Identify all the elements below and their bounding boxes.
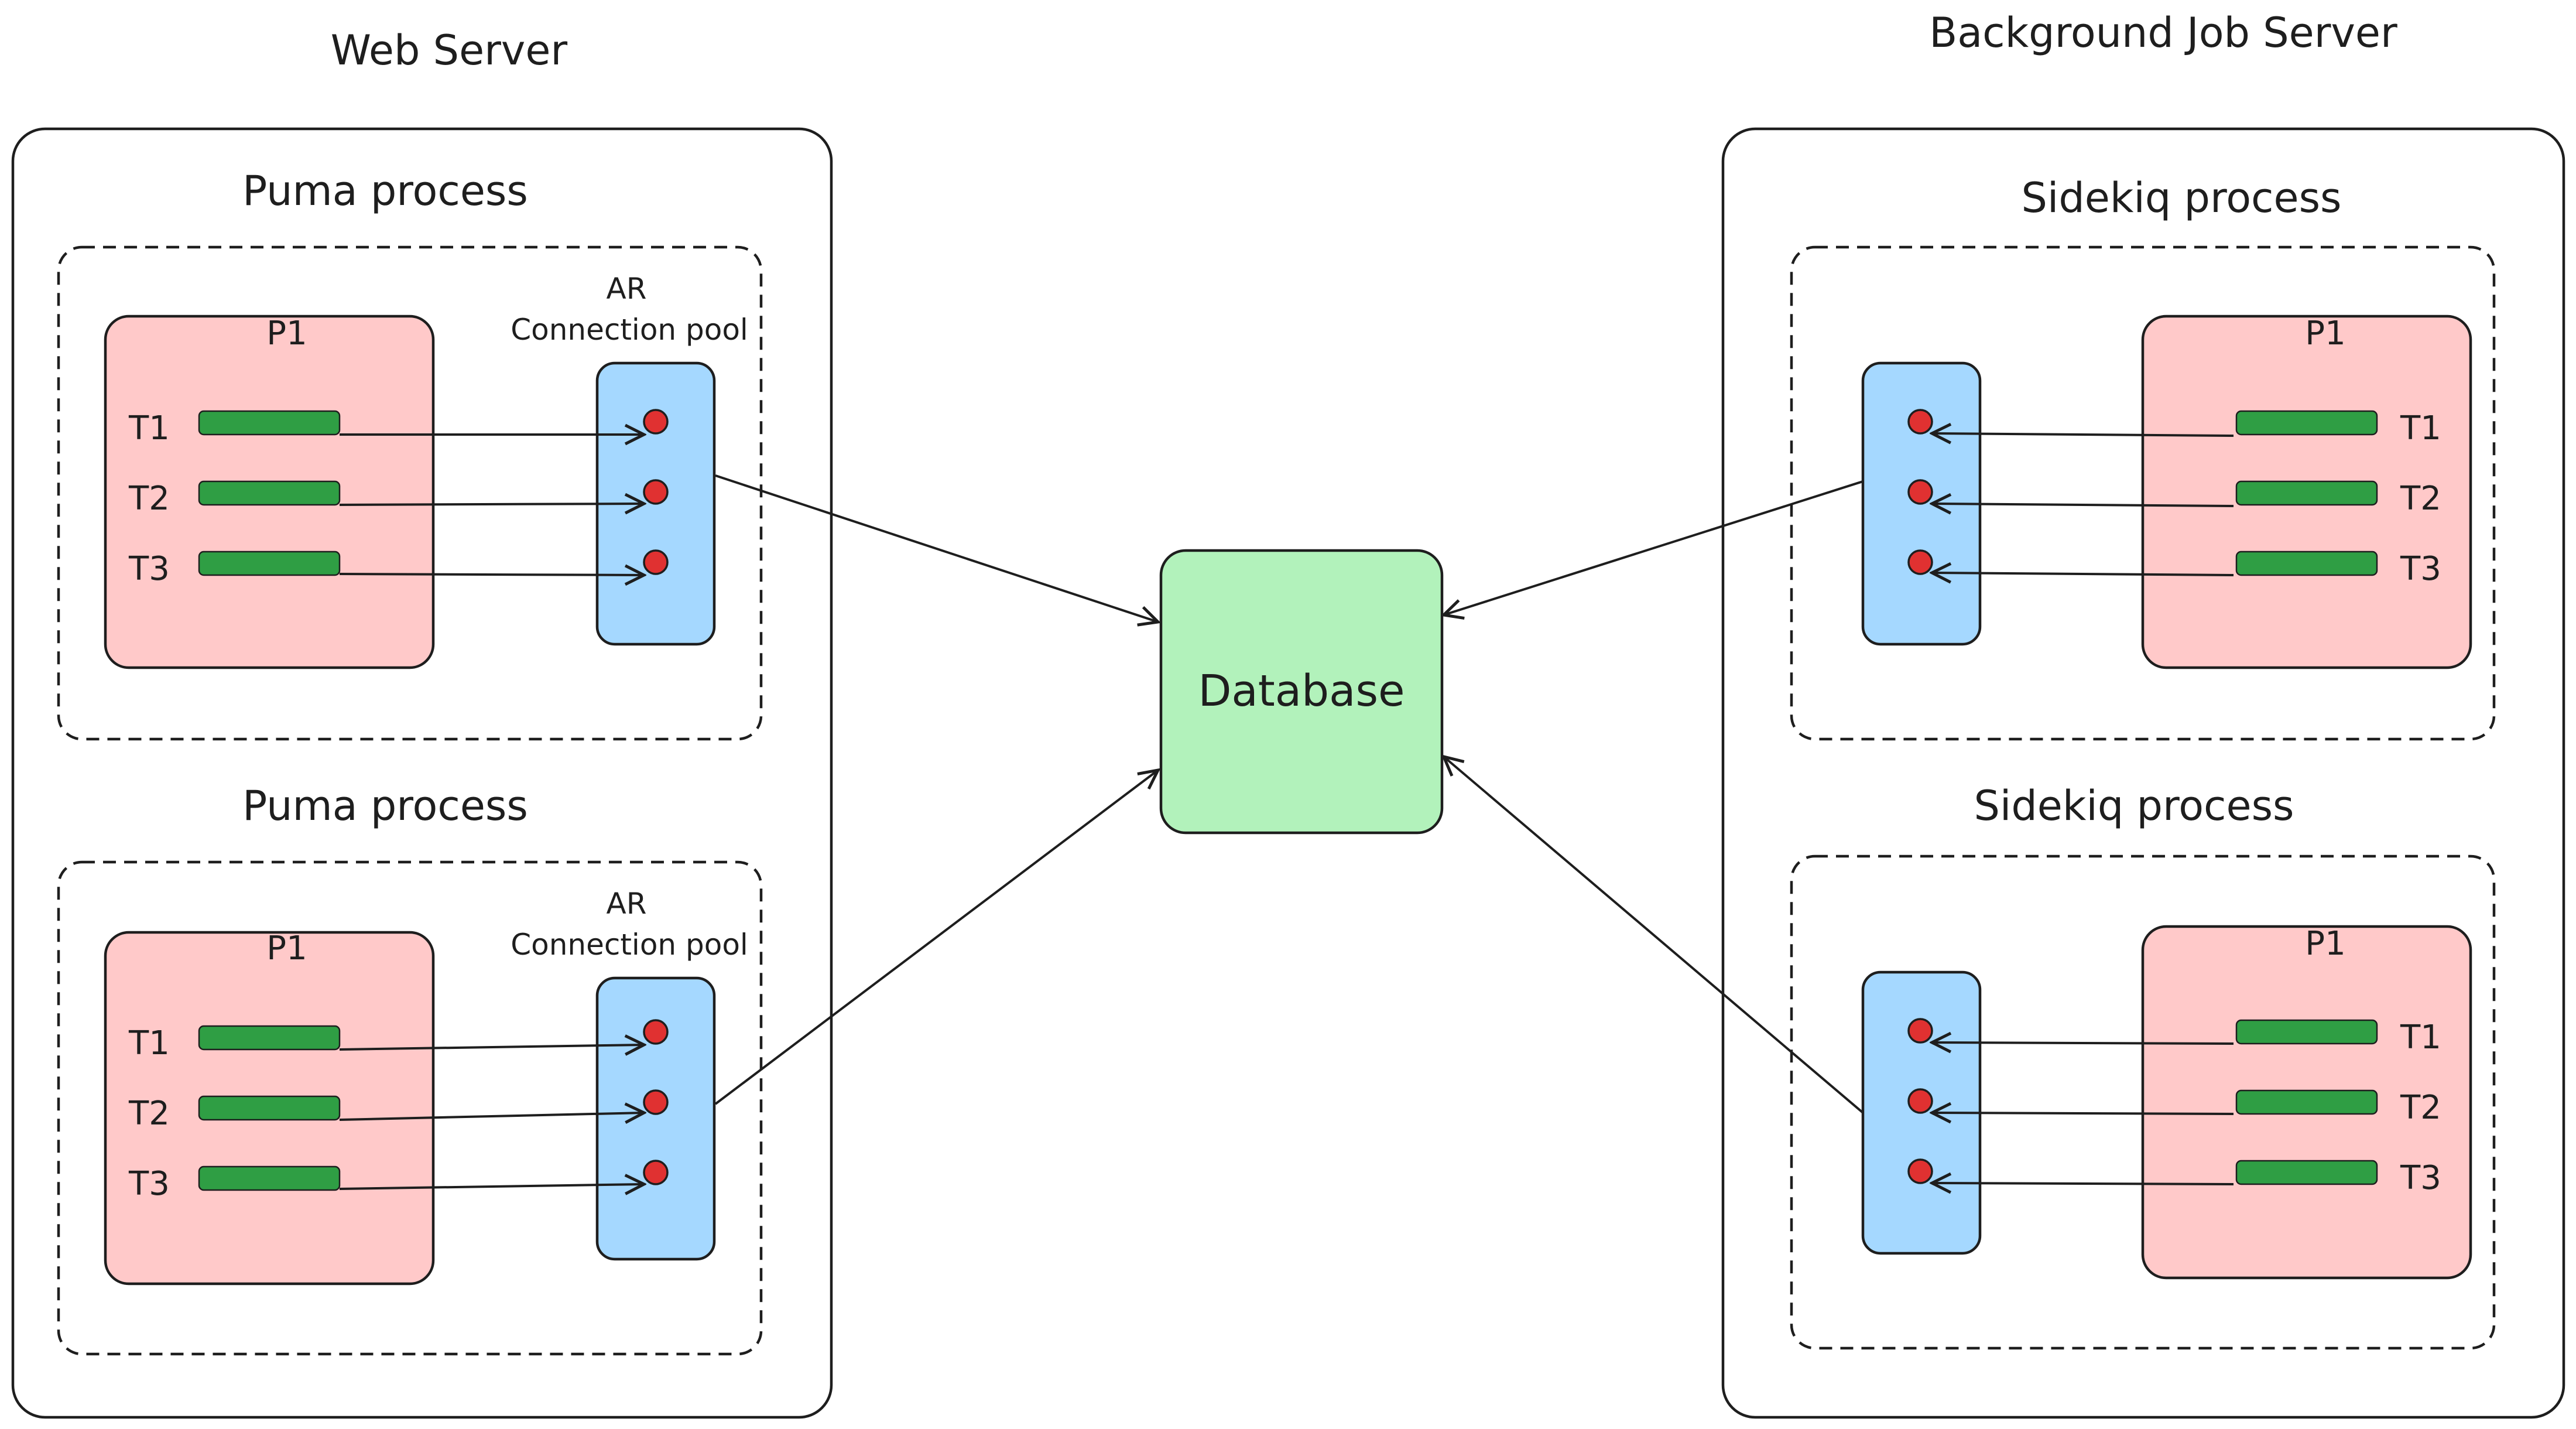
sidekiq-1-process-label: P1 (2305, 314, 2345, 353)
puma-1-connection-dot-1 (643, 409, 669, 435)
sidekiq-1-arrow-t1 (1932, 433, 2234, 436)
puma-process-1-title: Puma process (242, 167, 528, 215)
sidekiq-1-arrow-t2 (1932, 504, 2234, 506)
puma-1-thread-label-t2: T2 (128, 480, 170, 518)
puma-1-pool-label-connection-pool: Connection pool (511, 313, 748, 347)
puma-2-connection-dot-3 (643, 1160, 669, 1185)
puma-2-thread-bar-t2 (198, 1095, 341, 1121)
puma-2-process-label: P1 (266, 929, 307, 968)
sidekiq-process-2-box (1790, 854, 2496, 1350)
database-label: Database (1198, 666, 1405, 716)
sidekiq-1-to-database-arrow (1444, 480, 1864, 615)
sidekiq-2-thread-bar-t1 (2235, 1019, 2378, 1045)
puma-2-pool-label-ar: AR (607, 887, 647, 921)
puma-2-thread-label-t2: T2 (128, 1095, 170, 1133)
puma-1-process-label: P1 (266, 314, 307, 353)
puma-2-connection-dot-2 (643, 1089, 669, 1115)
sidekiq-process-1-title: Sidekiq process (2021, 174, 2341, 222)
sidekiq-1-connection-dot-3 (1907, 549, 1933, 575)
sidekiq-1-arrow-t3 (1932, 573, 2234, 575)
sidekiq-2-arrow-t3 (1932, 1183, 2234, 1184)
puma-2-pool-label-connection-pool: Connection pool (511, 928, 748, 962)
sidekiq-2-connection-dot-3 (1907, 1158, 1933, 1184)
database-box (1159, 549, 1444, 835)
web-server-title: Web Server (331, 26, 568, 74)
puma-2-connection-dot-1 (643, 1019, 669, 1045)
sidekiq-2-thread-label-t1: T1 (2400, 1018, 2441, 1057)
sidekiq-2-arrow-t1 (1932, 1042, 2234, 1044)
puma-2-thread-label-t3: T3 (128, 1165, 170, 1203)
sidekiq-1-thread-label-t1: T1 (2400, 409, 2441, 447)
sidekiq-2-thread-label-t2: T2 (2400, 1089, 2441, 1127)
puma-2-arrow-t2 (339, 1113, 644, 1120)
sidekiq-2-to-database-arrow (1444, 757, 1864, 1114)
web-server-box (11, 127, 833, 1419)
puma-2-thread-bar-t3 (198, 1165, 341, 1191)
puma-1-thread-bar-t2 (198, 480, 341, 506)
puma-1-arrow-t3 (339, 574, 644, 575)
puma-process-2-box (57, 860, 763, 1356)
job-server-box (1721, 127, 2565, 1419)
puma-1-arrow-t2 (339, 504, 644, 505)
puma-1-thread-label-t3: T3 (128, 550, 170, 588)
puma-1-connection-dot-2 (643, 479, 669, 505)
puma-2-arrow-t3 (339, 1184, 644, 1189)
sidekiq-2-thread-label-t3: T3 (2400, 1159, 2441, 1197)
puma-1-to-database-arrow (715, 474, 1158, 622)
puma-1-thread-bar-t1 (198, 410, 341, 436)
sidekiq-2-arrow-t2 (1932, 1113, 2234, 1114)
sidekiq-process-2-title: Sidekiq process (1974, 782, 2294, 830)
puma-2-thread-label-t1: T1 (128, 1024, 170, 1062)
sidekiq-1-thread-label-t3: T3 (2400, 550, 2441, 588)
puma-1-connection-dot-3 (643, 549, 669, 575)
sidekiq-process-1-box (1790, 245, 2496, 741)
sidekiq-2-thread-bar-t2 (2235, 1089, 2378, 1115)
puma-process-1-box (57, 245, 763, 741)
sidekiq-2-connection-dot-1 (1907, 1018, 1933, 1044)
puma-2-thread-bar-t1 (198, 1025, 341, 1051)
puma-2-arrow-t1 (339, 1045, 644, 1049)
puma-2-to-database-arrow (714, 770, 1158, 1105)
sidekiq-1-thread-bar-t2 (2235, 480, 2378, 506)
sidekiq-1-connection-dot-1 (1907, 409, 1933, 435)
sidekiq-2-connection-dot-2 (1907, 1088, 1933, 1114)
sidekiq-1-thread-bar-t1 (2235, 410, 2378, 436)
sidekiq-1-thread-bar-t3 (2235, 551, 2378, 576)
sidekiq-2-thread-bar-t3 (2235, 1160, 2378, 1185)
job-server-title: Background Job Server (1929, 9, 2397, 57)
sidekiq-2-process-label: P1 (2305, 925, 2345, 963)
sidekiq-1-thread-label-t2: T2 (2400, 480, 2441, 518)
sidekiq-1-connection-dot-2 (1907, 479, 1933, 505)
puma-process-2-title: Puma process (242, 782, 528, 830)
puma-1-thread-label-t1: T1 (128, 409, 170, 447)
puma-1-pool-label-ar: AR (607, 272, 647, 306)
puma-1-thread-bar-t3 (198, 551, 341, 576)
